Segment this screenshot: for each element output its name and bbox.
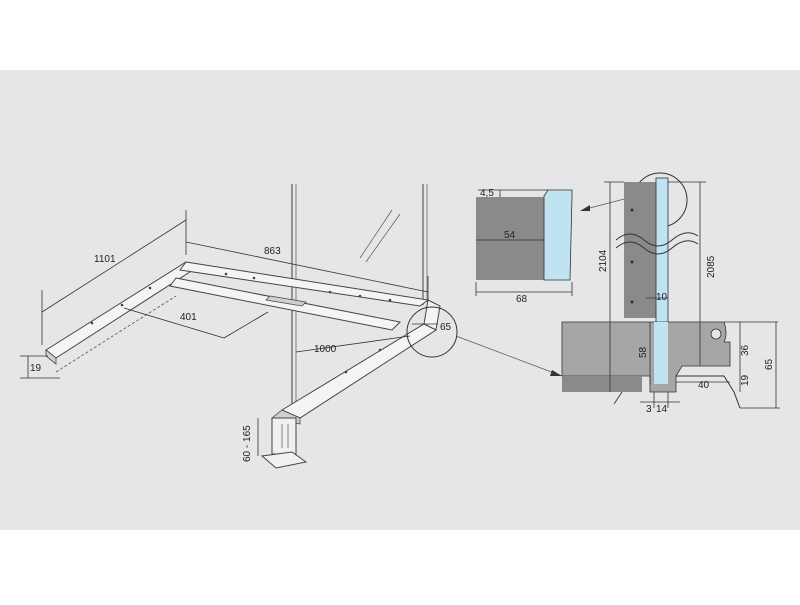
dim-label-68: 68: [516, 294, 528, 305]
screw-dot: [328, 290, 332, 294]
profile-glass: [543, 189, 573, 281]
dim-line-863: [185, 241, 429, 293]
profile-hole: [630, 300, 634, 304]
section-detail: 2104 2085 10 58 3 14 40 36 19 65: [561, 177, 780, 415]
base-slope: [613, 391, 623, 405]
floor-line: [676, 375, 741, 409]
break-line: [615, 232, 699, 247]
top-callout-arrow: [580, 205, 590, 211]
dim-label-54: 54: [504, 230, 516, 241]
dim-label-863: 863: [264, 246, 281, 257]
dim-label-401: 401: [180, 312, 197, 323]
rail-left-side: [45, 349, 57, 365]
dim-line-1101: [41, 219, 187, 313]
leg-foot: [260, 451, 308, 469]
break-line-2: [615, 240, 699, 255]
dim-line-1000: [295, 335, 411, 353]
base-block: [561, 321, 731, 393]
screw-dot: [90, 321, 94, 325]
screw-dot: [344, 370, 348, 374]
base-step: [562, 376, 642, 392]
dim-label-2104: 2104: [598, 249, 609, 272]
glass-reflection: [359, 209, 393, 259]
dim-label-65-base: 65: [764, 358, 775, 370]
dim-label-58: 58: [638, 346, 649, 358]
screw-dot: [388, 298, 392, 302]
dim-label-14: 14: [656, 404, 668, 415]
wall-profile: [624, 182, 656, 318]
dim-label-10: 10: [656, 292, 668, 303]
rail-top: [179, 261, 430, 307]
screw-dot: [120, 303, 124, 307]
dim-label-36: 36: [740, 344, 751, 356]
dim-label-19-left: 19: [30, 363, 42, 374]
profile-hole: [630, 208, 634, 212]
support-leg: [271, 417, 297, 455]
dim-label-1101: 1101: [94, 254, 116, 265]
detail-callout-circle: [406, 306, 458, 358]
base-hole: [710, 328, 722, 340]
detail-callout-arrow: [550, 370, 562, 376]
rail-inner: [169, 277, 402, 331]
screw-dot: [358, 294, 362, 298]
dim-label-2085: 2085: [706, 255, 717, 278]
dim-label-19-right: 19: [740, 374, 751, 386]
rail-left-hidden: [55, 295, 177, 373]
profile-hole: [630, 260, 634, 264]
drain-slot: [265, 295, 307, 307]
dim-label-3: 3: [646, 404, 652, 415]
isometric-shower-tray: 1101 863 401 1000 19 65 60 - 165: [20, 184, 563, 469]
screw-dot: [252, 276, 256, 280]
glass-reflection-2: [365, 213, 401, 263]
detail-callout-leader: [455, 335, 563, 377]
screw-dot: [224, 272, 228, 276]
dim-label-65-corner: 65: [440, 322, 452, 333]
dim-line-401: [123, 307, 225, 339]
screw-dot: [148, 286, 152, 290]
screw-dot: [378, 348, 382, 352]
dim-label-40: 40: [698, 380, 710, 391]
base-channel: [654, 322, 668, 384]
dim-label-4-5: 4,5: [480, 188, 494, 199]
dim-ext: [223, 311, 269, 339]
profile-detail: 4,5 54 68: [475, 188, 573, 305]
dim-label-leg-height: 60 - 165: [242, 425, 253, 462]
dim-label-1000: 1000: [314, 344, 337, 355]
profile-metal: [476, 197, 544, 280]
